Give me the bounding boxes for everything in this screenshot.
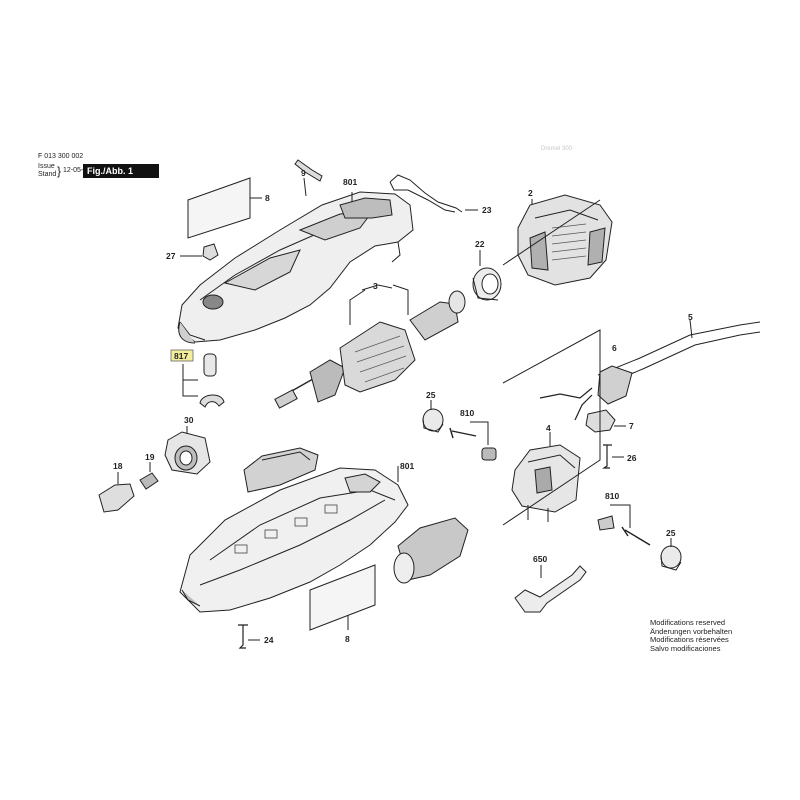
callout-8-top: 8: [265, 193, 270, 203]
issue-date: 12-05-24: [63, 167, 92, 174]
callout-7: 7: [629, 421, 634, 431]
modifications-notice: Modifications reserved Änderungen vorbeh…: [650, 618, 733, 653]
callout-5: 5: [688, 312, 693, 322]
housing-top-part: [177, 191, 414, 344]
collet-pin-part: [203, 353, 217, 377]
callout-8-bot: 8: [345, 634, 350, 644]
field-coil-part: [517, 194, 613, 286]
callout-18: 18: [113, 461, 123, 471]
screw-24-part: [238, 624, 248, 649]
issue-label: Issue: [38, 163, 55, 170]
callout-4: 4: [546, 423, 551, 433]
wrench-part: [514, 565, 587, 613]
mod-line: Salvo modificaciones: [650, 643, 721, 653]
callout-25-bot: 25: [666, 528, 676, 538]
callout-810-mid: 810: [460, 408, 474, 418]
switch-part: [511, 444, 581, 522]
shaft-nut-part: [164, 431, 211, 475]
screw-26-part: [602, 444, 612, 469]
mod-line: Modifications réservées: [650, 635, 729, 645]
cap-18-part: [98, 483, 135, 513]
brush-810-mid-part: [449, 427, 477, 439]
bearing-22-part: [472, 267, 502, 301]
callout-30: 30: [184, 415, 194, 425]
housing-bottom-part: [179, 467, 409, 613]
wire-bracket-part: [389, 174, 463, 213]
callout-810-bot: 810: [605, 491, 619, 501]
button-27-part: [202, 243, 219, 261]
callout-6: 6: [612, 343, 617, 353]
mod-line: Modifications reserved: [650, 618, 726, 627]
stand-label: Stand: [38, 171, 57, 178]
callout-23: 23: [482, 205, 492, 215]
callout-3: 3: [373, 281, 378, 291]
brush-cap-25-bot-part: [660, 545, 682, 571]
collet-ring-part: [199, 394, 225, 408]
callout-19: 19: [145, 452, 155, 462]
clip-part: [294, 159, 323, 182]
name-plate-top: [187, 177, 251, 239]
brush-810-bot-part: [597, 515, 615, 531]
callout-801-top: 801: [343, 177, 357, 187]
callout-9: 9: [301, 168, 306, 178]
callout-801-bot: 801: [400, 461, 414, 471]
callout-22: 22: [475, 239, 485, 249]
watermark: Dremel 300: [541, 146, 573, 152]
callout-26: 26: [627, 453, 637, 463]
armature-part: [274, 290, 466, 409]
callout-27: 27: [166, 251, 176, 261]
mod-line: Änderungen vorbehalten: [650, 626, 733, 636]
callout-25-mid: 25: [426, 390, 436, 400]
callout-24: 24: [264, 635, 274, 645]
callout-650: 650: [533, 554, 547, 564]
brush-cap-25-part: [422, 408, 444, 433]
figure-label: Fig./Abb. 1: [83, 164, 159, 178]
callout-817: 817: [174, 351, 188, 361]
bracket: }: [57, 164, 62, 178]
name-plate-bottom: [309, 564, 376, 631]
power-cable-part: [539, 321, 761, 421]
doc-number: F 013 300 002: [38, 153, 84, 160]
callout-2: 2: [528, 188, 533, 198]
nose-cap-part: [393, 517, 469, 584]
collet-19-part: [139, 472, 159, 490]
switch-cover-part: [243, 447, 319, 493]
